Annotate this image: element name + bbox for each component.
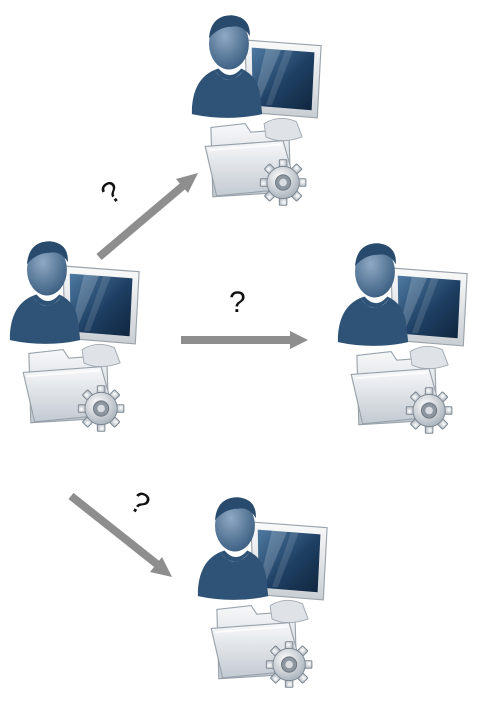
target-node-top-icon xyxy=(192,15,321,205)
arrow-to-middle xyxy=(181,331,308,349)
target-node-middle-icon xyxy=(338,243,467,433)
connection-label-bottom: ? xyxy=(124,485,155,522)
source-node-icon xyxy=(10,241,139,431)
connection-label-middle: ? xyxy=(229,286,246,319)
target-node-bottom-icon xyxy=(198,497,327,687)
arrow-to-bottom xyxy=(68,492,172,577)
arrow-to-top xyxy=(96,173,198,261)
connection-label-top: ? xyxy=(95,175,128,212)
